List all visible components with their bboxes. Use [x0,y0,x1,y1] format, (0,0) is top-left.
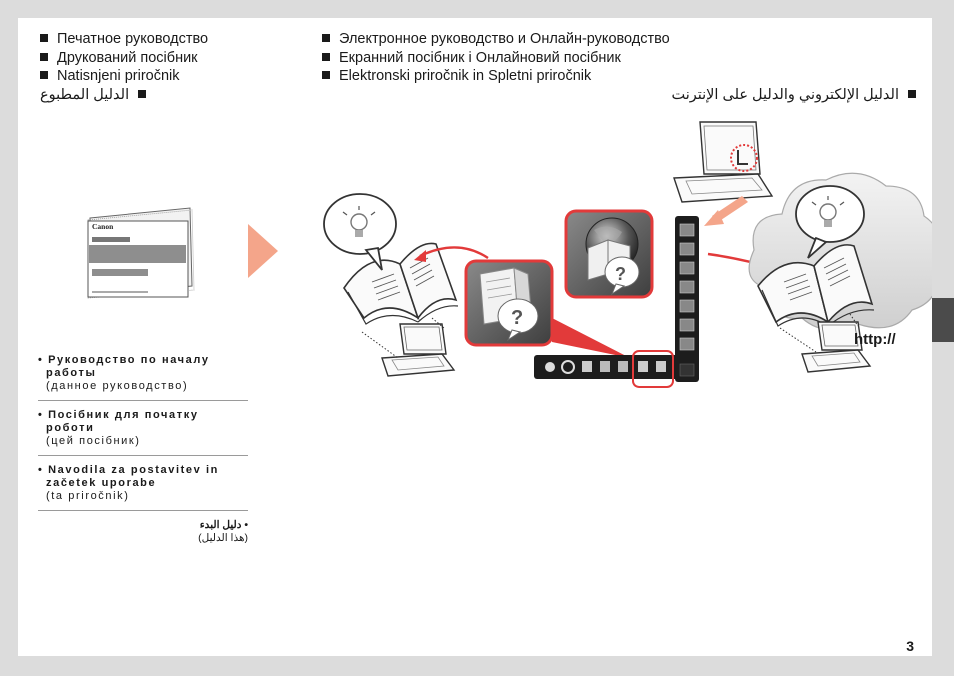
heading-ar-online: الدليل الإلكتروني والدليل على الإنترنت [400,86,916,105]
toolbar-icon [679,299,695,313]
heading-uk: Екранний посібник і Онлайновий посібник [322,49,670,68]
guide-title: • Посібник для початку роботи [38,409,199,434]
getting-started-list: • Руководство по началу работы (данное р… [38,352,248,558]
guide-title-text: دليل البدء [199,519,242,531]
list-item: • Руководство по началу работы (данное р… [38,352,248,401]
bullet-square-icon [322,34,330,42]
toolbar-icon [679,280,695,294]
arrowhead-icon [414,250,426,262]
guide-subtitle: (данное руководство) [46,380,189,392]
heading-text: Natisnjeni priročnik [57,68,180,84]
toolbar-icon [582,361,592,372]
solution-menu-sidebar [675,216,699,382]
toolbar-icon [656,361,666,372]
toolbar-icon [545,362,555,372]
toolbar-icon [679,242,695,256]
heading-text: Электронное руководство и Онлайн-руковод… [339,31,670,47]
heading-text: الدليل المطبوع [40,86,130,103]
wifi-icon [561,360,575,374]
heading-text: Екранний посібник і Онлайновий посібник [339,49,621,66]
manual-page: Печатное руководство Друкований посібник… [18,18,954,656]
guide-title: • دليل البدء [199,519,248,531]
heading-sl: Elektronski priročnik in Spletni priročn… [322,67,670,86]
toolbar-icon [679,318,695,332]
online-manual-book-icon [757,244,875,327]
heading-ar: الدليل المطبوع [40,86,222,105]
bullet-square-icon [908,90,916,98]
heading-ru: Печатное руководство [40,30,222,49]
lightbulb-icon [323,193,397,271]
printed-manual-book-icon [343,242,459,325]
printed-booklet-icon: Canon [87,207,195,299]
toolbar-icon [618,361,628,372]
heading-text: Печатное руководство [57,31,209,47]
page-number: 3 [906,638,914,654]
guide-subtitle: (ta priročnik) [46,490,130,502]
heading-ru: Электронное руководство и Онлайн-руковод… [322,30,670,49]
heading-sl: Natisnjeni priročnik [40,67,222,86]
guide-subtitle: (هذا الدليل) [198,532,248,544]
lightbulb-icon [795,185,865,259]
globe-book-panel: ? [564,209,654,299]
laptop-icon [673,121,774,203]
printed-manual-heading: Печатное руководство Друкований посібник… [40,30,222,104]
toolbar-icon [679,337,695,351]
salmon-arrow-icon [704,196,748,226]
help-book-panel: ? [464,259,554,347]
bullet-square-icon [322,71,330,79]
toolbar-icon [638,361,648,372]
bullet-square-icon [138,89,147,98]
heading-text: Elektronski priročnik in Spletni priročn… [339,68,592,84]
list-item-ar: • دليل البدء (هذا الدليل) [38,517,248,552]
bullet-square-icon [40,52,48,61]
guide-title-text: Руководство по началу работы [46,354,210,379]
online-manual-heading: Электронное руководство и Онлайн-руковод… [322,30,670,86]
heading-text: الدليل الإلكتروني والدليل على الإنترنت [671,87,899,103]
toolbar-icon [600,361,610,372]
toolbar-icon [679,363,695,377]
booklet-brand: Canon [92,222,114,231]
guide-subtitle: (цей посібник) [46,435,141,447]
illustration: Canon [87,121,932,388]
bullet-square-icon [322,52,330,61]
solution-menu-toolbar [534,350,696,388]
right-chevron-icon [248,224,278,278]
svg-text:?: ? [615,264,626,284]
red-pointer-shape [552,318,630,358]
guide-title: • Navodila za postavitev in začetek upor… [38,464,219,489]
svg-text:?: ? [511,307,523,329]
list-item: • Navodila za postavitev in začetek upor… [38,462,248,511]
toolbar-icon [679,223,695,237]
list-item: • Посібник для початку роботи (цей посіб… [38,407,248,456]
heading-text: Друкований посібник [57,49,198,66]
heading-uk: Друкований посібник [40,49,222,68]
globe-book-icon: ? [585,217,640,296]
bullet-square-icon [40,71,48,79]
laptop-icon [361,317,456,377]
toolbar-icon [679,261,695,275]
help-book-icon: ? [479,267,539,342]
url-label: http:// [854,331,896,348]
bullet-square-icon [40,34,48,42]
guide-title: • Руководство по началу работы [38,354,210,379]
guide-title-text: Посібник для початку роботи [46,409,199,434]
guide-title-text: Navodila za postavitev in začetek uporab… [46,464,219,489]
highlight-ring [632,350,674,388]
laptop-icon [779,313,872,373]
section-tab [932,298,954,342]
red-arrow-left [419,246,489,259]
